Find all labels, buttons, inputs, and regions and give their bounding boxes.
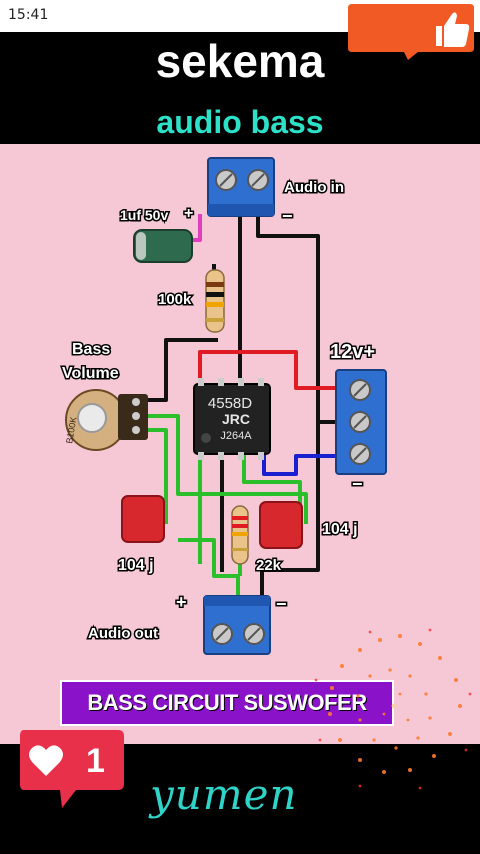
- bass-potentiometer: B100K: [64, 389, 148, 451]
- ic-label-2: JRC: [222, 411, 250, 427]
- pot-marking: B100K: [64, 416, 79, 444]
- label-cap-left: 104 j: [118, 557, 154, 574]
- resistor-100k: [205, 269, 225, 333]
- brand-name: yumen: [150, 770, 298, 819]
- heart-count: 1: [86, 742, 105, 780]
- label-resistor-22k: 22k: [256, 557, 282, 574]
- label-capacitor: 1uf 50v: [120, 207, 168, 223]
- label-capacitor-plus: +: [184, 205, 193, 222]
- resistor-22k: [231, 505, 249, 565]
- circuit-banner: BASS CIRCUIT SUSWOFER: [60, 680, 394, 726]
- label-cap-right: 104 j: [322, 521, 358, 538]
- video-title: sekema: [155, 35, 325, 87]
- banner-text: BASS CIRCUIT SUSWOFER: [87, 690, 367, 715]
- power-terminal: [335, 369, 387, 475]
- label-out-plus: +: [176, 592, 187, 612]
- label-supply: 12v+: [330, 341, 375, 363]
- circuit-schematic: 4558D JRC J264A B100K: [61, 157, 387, 655]
- status-time: 15:41: [8, 7, 49, 23]
- label-volume: Volume: [62, 365, 119, 382]
- audio-out-terminal: [203, 595, 271, 655]
- video-subtitle: audio bass: [156, 104, 324, 140]
- ic-chip: 4558D JRC J264A: [193, 378, 271, 460]
- fireworks-decoration: [314, 628, 472, 790]
- circuit-diagram: 4558D JRC J264A B100K: [0, 144, 480, 744]
- audio-in-terminal: [207, 157, 275, 217]
- film-capacitor-right: [259, 501, 303, 549]
- label-audio-out: Audio out: [88, 625, 158, 642]
- label-out-minus: −: [276, 594, 287, 614]
- thumbs-up-icon[interactable]: [346, 2, 476, 60]
- heart-icon[interactable]: 1: [18, 726, 128, 812]
- label-audio-in-minus: −: [282, 206, 293, 226]
- label-audio-in: Audio in: [284, 179, 344, 196]
- label-resistor-100k: 100k: [158, 291, 192, 308]
- label-bass: Bass: [72, 341, 110, 358]
- film-capacitor-left: [121, 495, 165, 543]
- ic-label-1: 4558D: [208, 395, 252, 412]
- ic-label-3: J264A: [220, 430, 252, 442]
- label-supply-minus: −: [352, 474, 363, 494]
- electrolytic-capacitor: [133, 229, 193, 263]
